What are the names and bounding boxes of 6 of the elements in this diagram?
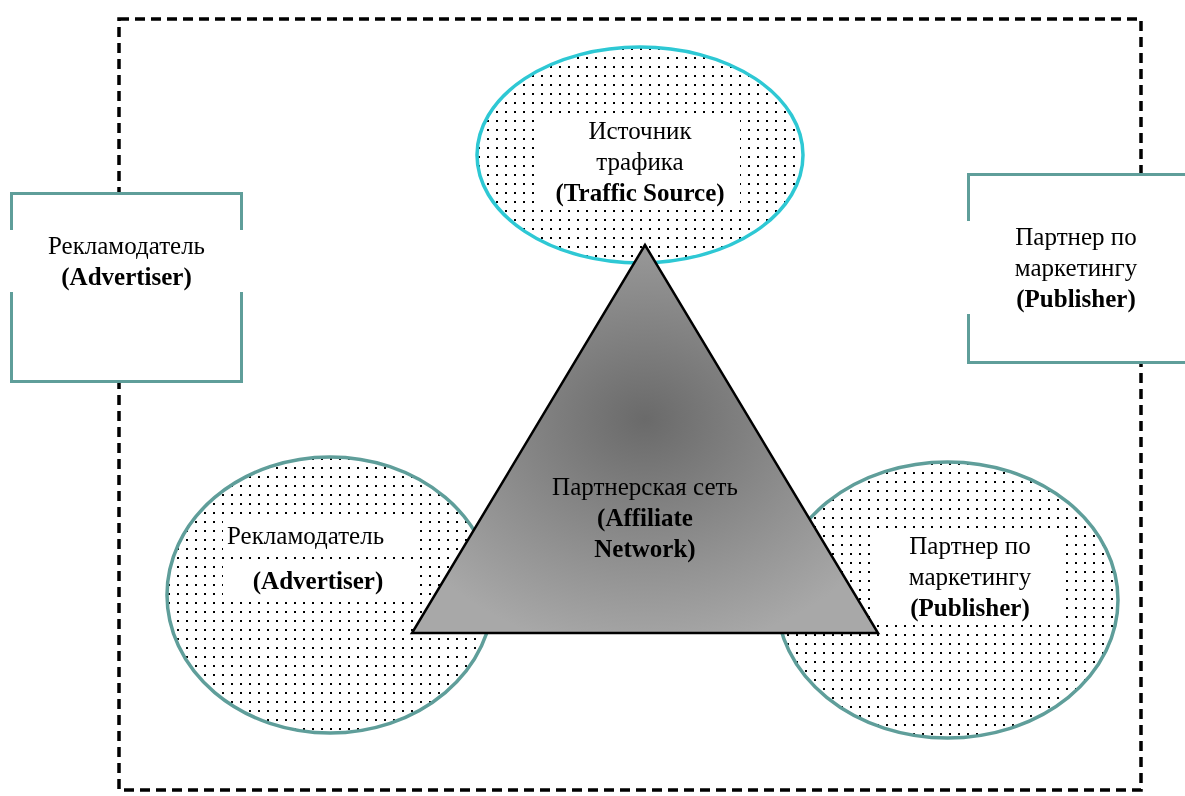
node-title: Рекламодатель [10,230,243,261]
node-subtitle: (Affiliate Network) [593,503,697,564]
node-subtitle: (Advertiser) [223,565,413,596]
node-subtitle: (Advertiser) [10,261,243,292]
node-title: Партнерская сеть [551,472,739,502]
node-title: Рекламодатель [223,520,413,551]
